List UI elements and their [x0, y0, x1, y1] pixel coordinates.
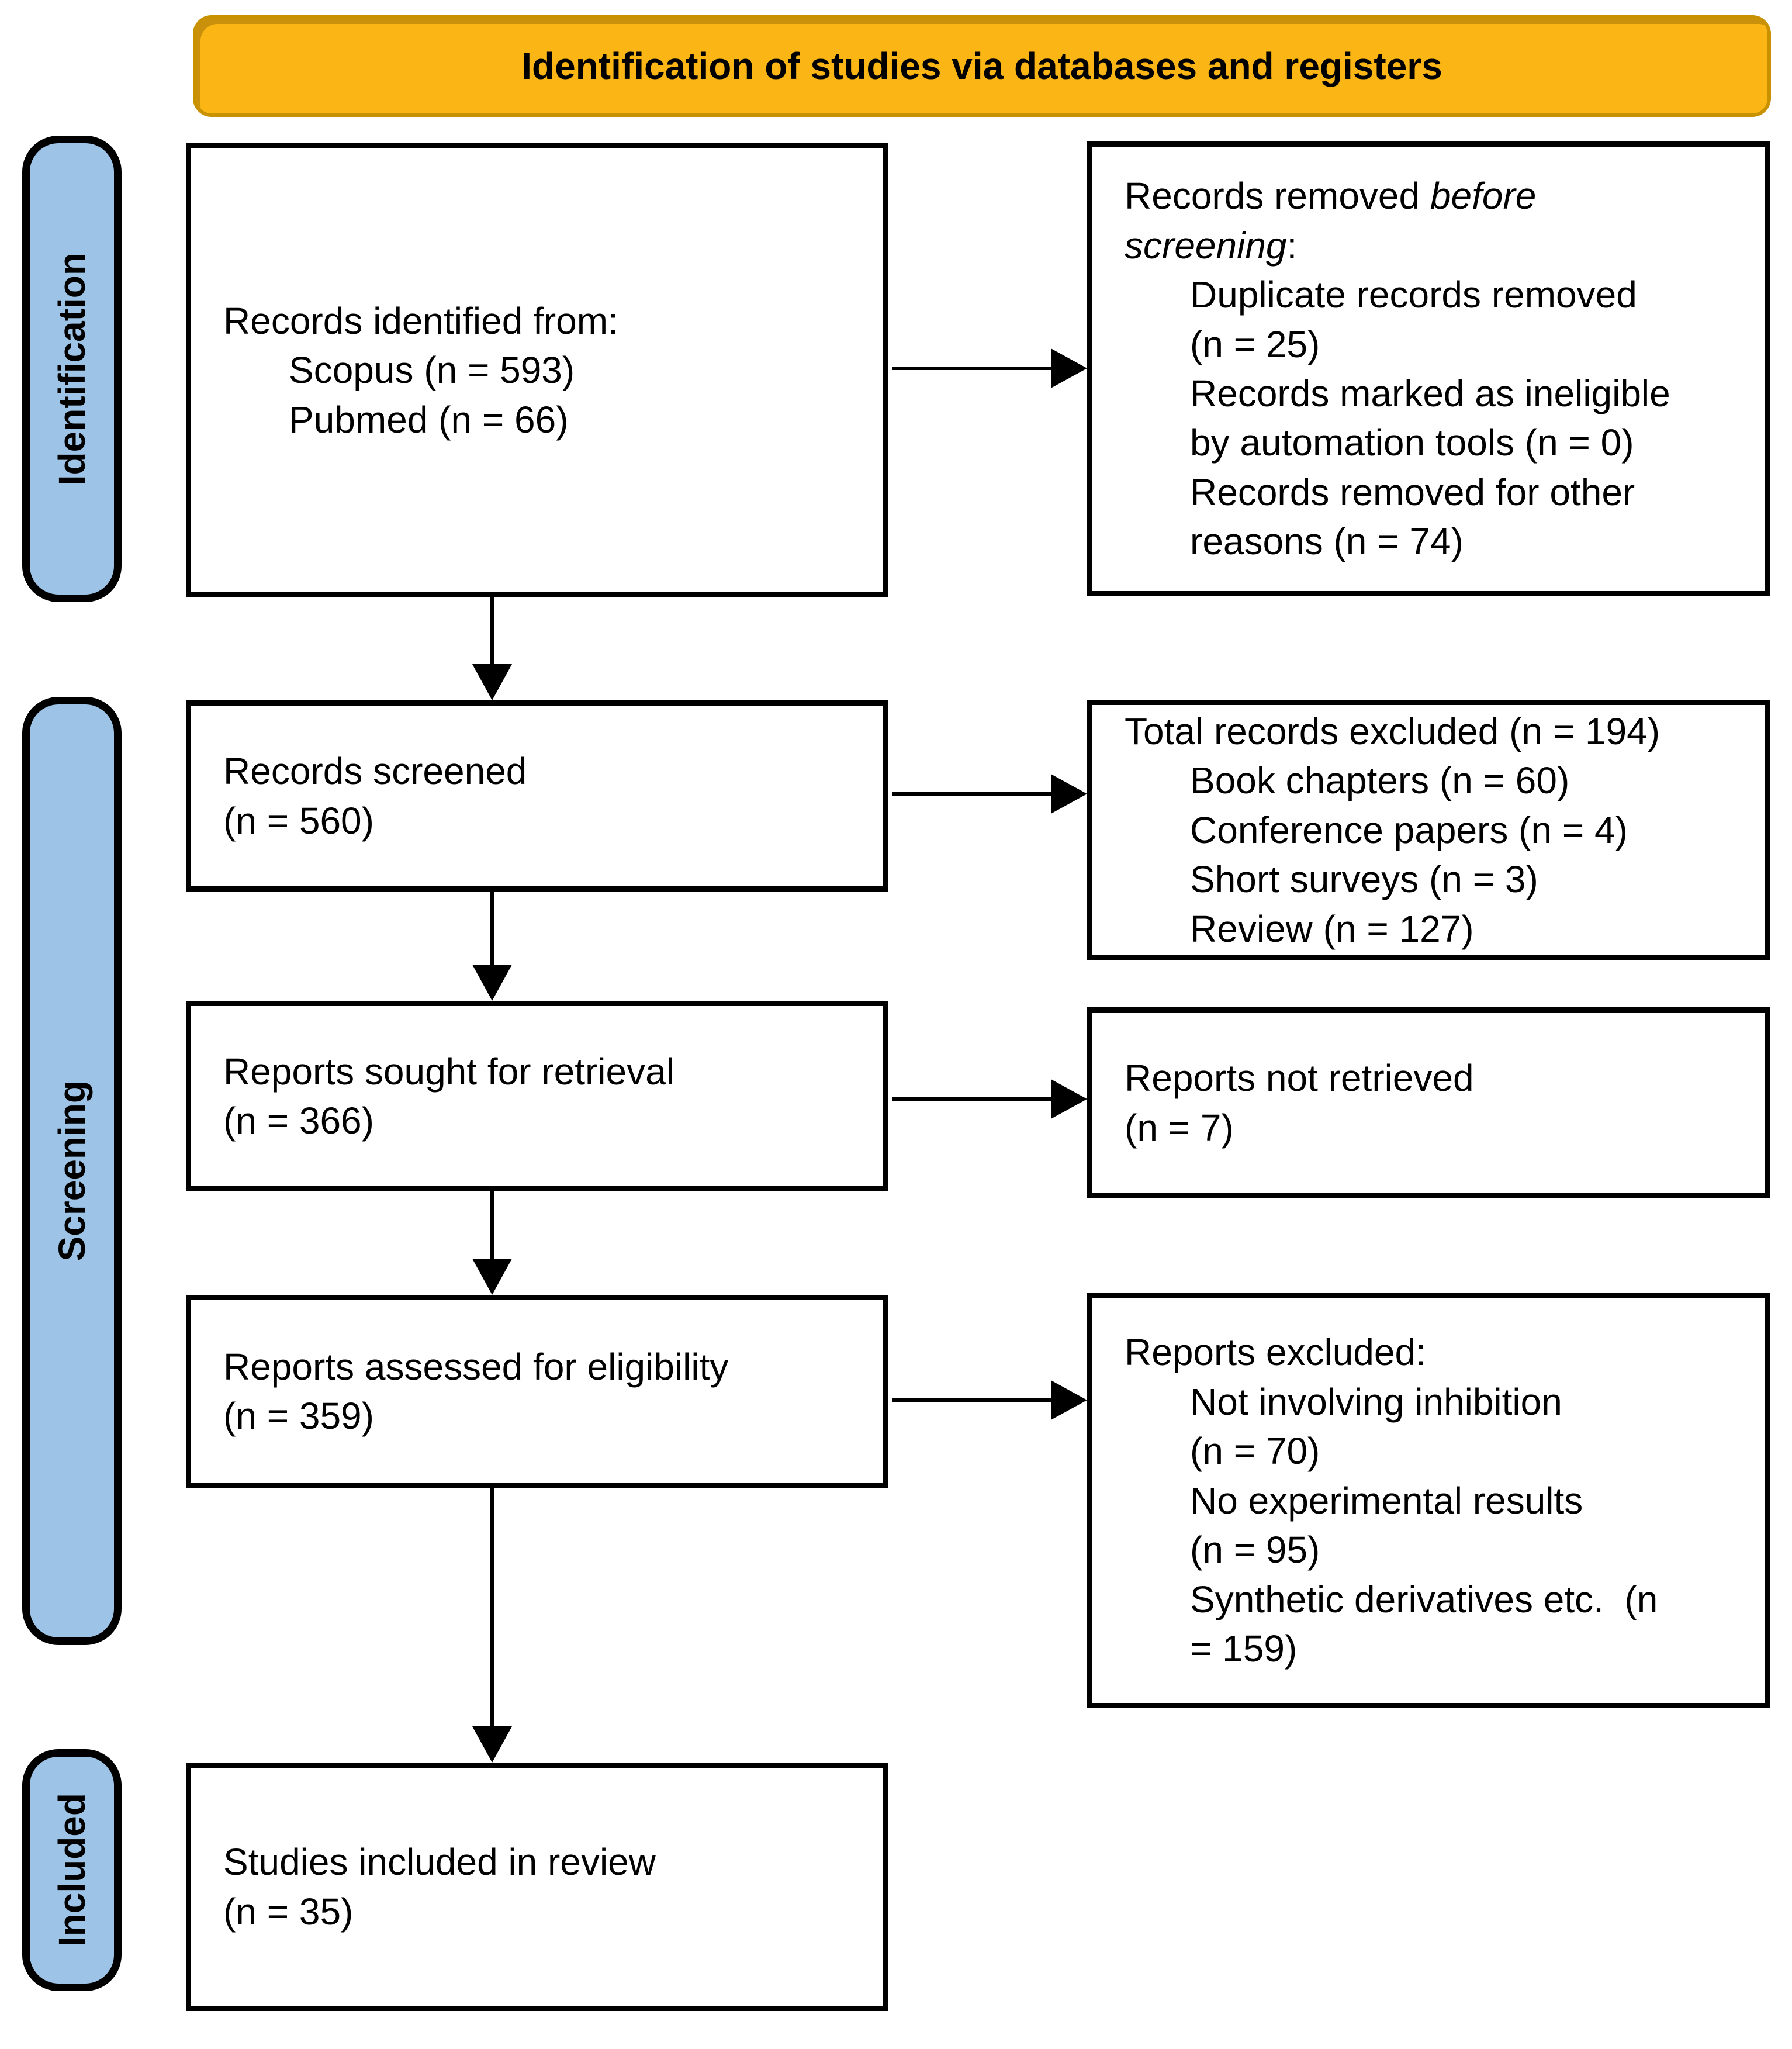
box-records-identified-items: Scopus (n = 593) Pubmed (n = 66)	[223, 345, 871, 444]
box-reports-excluded: Reports excluded: Not involving inhibiti…	[1087, 1293, 1770, 1708]
arrow-assessed-to-included-line	[490, 1488, 494, 1733]
list-line: Pubmed (n = 66)	[289, 398, 569, 441]
stage-screening: Screening	[22, 697, 122, 1645]
box-records-screened: Records screened (n = 560)	[186, 700, 888, 892]
list-line: Synthetic derivatives etc. (n = 159)	[1190, 1578, 1658, 1670]
box-records-removed-heading: Records removed before screening:	[1125, 171, 1753, 270]
diagram-title: Identification of studies via databases …	[521, 45, 1442, 87]
box-records-screened-text: Records screened (n = 560)	[223, 750, 527, 842]
arrow-assessed-to-excluded-head-icon	[1051, 1380, 1087, 1420]
box-reports-not-retrieved-text: Reports not retrieved (n = 7)	[1125, 1057, 1474, 1149]
arrow-sought-to-assessed-head-icon	[472, 1259, 512, 1295]
box-records-removed-items: Duplicate records removed (n = 25)Record…	[1125, 270, 1753, 566]
list-line: Records removed for other reasons (n = 7…	[1190, 471, 1635, 563]
records-removed-italic: before screening	[1125, 175, 1537, 267]
list-line: Book chapters (n = 60)	[1190, 759, 1570, 802]
arrow-screened-to-excluded-head-icon	[1051, 774, 1087, 814]
list-line: Review (n = 127)	[1190, 907, 1474, 950]
arrow-assessed-to-excluded-line	[892, 1398, 1055, 1402]
arrow-sought-to-not-retrieved-head-icon	[1051, 1079, 1087, 1119]
title-banner: Identification of studies via databases …	[193, 15, 1771, 117]
arrow-screened-to-sought-head-icon	[472, 965, 512, 1001]
list-line: Conference papers (n = 4)	[1190, 808, 1628, 851]
box-studies-included: Studies included in review (n = 35)	[186, 1763, 888, 2011]
stage-identification-label: Identification	[51, 252, 93, 486]
box-reports-not-retrieved: Reports not retrieved (n = 7)	[1087, 1007, 1770, 1198]
stage-screening-label: Screening	[51, 1080, 93, 1262]
records-removed-prefix: Records removed	[1125, 175, 1430, 217]
arrow-assessed-to-included-head-icon	[472, 1726, 512, 1763]
arrow-identified-to-removed-line	[892, 367, 1055, 370]
box-records-excluded-heading: Total records excluded (n = 194)	[1125, 710, 1660, 752]
box-records-identified-heading: Records identified from:	[223, 299, 618, 342]
list-line: Short surveys (n = 3)	[1190, 858, 1538, 901]
box-studies-included-text: Studies included in review (n = 35)	[223, 1841, 656, 1933]
box-reports-assessed: Reports assessed for eligibility (n = 35…	[186, 1295, 888, 1488]
arrow-identified-to-screened-line	[490, 596, 494, 672]
box-reports-sought-text: Reports sought for retrieval (n = 366)	[223, 1050, 674, 1142]
arrow-identified-to-screened-head-icon	[472, 664, 512, 700]
list-line: No experimental results (n = 95)	[1190, 1479, 1583, 1571]
arrow-sought-to-not-retrieved-line	[892, 1097, 1055, 1101]
box-reports-sought: Reports sought for retrieval (n = 366)	[186, 1001, 888, 1191]
records-removed-suffix: :	[1286, 224, 1298, 267]
arrow-sought-to-assessed-line	[490, 1191, 494, 1267]
list-line: Records marked as ineligible by automati…	[1190, 372, 1670, 464]
list-line: Duplicate records removed (n = 25)	[1190, 274, 1637, 365]
list-line: Not involving inhibition (n = 70)	[1190, 1380, 1562, 1473]
box-records-removed: Records removed before screening: Duplic…	[1087, 141, 1770, 596]
arrow-screened-to-sought-line	[490, 892, 494, 973]
box-records-identified: Records identified from: Scopus (n = 593…	[186, 143, 888, 597]
box-records-excluded-items: Book chapters (n = 60) Conference papers …	[1125, 756, 1753, 953]
box-reports-excluded-items: Not involving inhibition (n = 70)No expe…	[1125, 1377, 1753, 1674]
stage-identification: Identification	[22, 136, 122, 602]
box-reports-excluded-heading: Reports excluded:	[1125, 1331, 1426, 1374]
arrow-identified-to-removed-head-icon	[1051, 348, 1087, 388]
stage-included: Included	[22, 1749, 122, 1991]
box-records-excluded: Total records excluded (n = 194) Book ch…	[1087, 700, 1770, 960]
list-line: Scopus (n = 593)	[289, 349, 575, 392]
box-reports-assessed-text: Reports assessed for eligibility (n = 35…	[223, 1345, 729, 1437]
arrow-screened-to-excluded-line	[892, 792, 1055, 796]
stage-included-label: Included	[51, 1793, 93, 1947]
